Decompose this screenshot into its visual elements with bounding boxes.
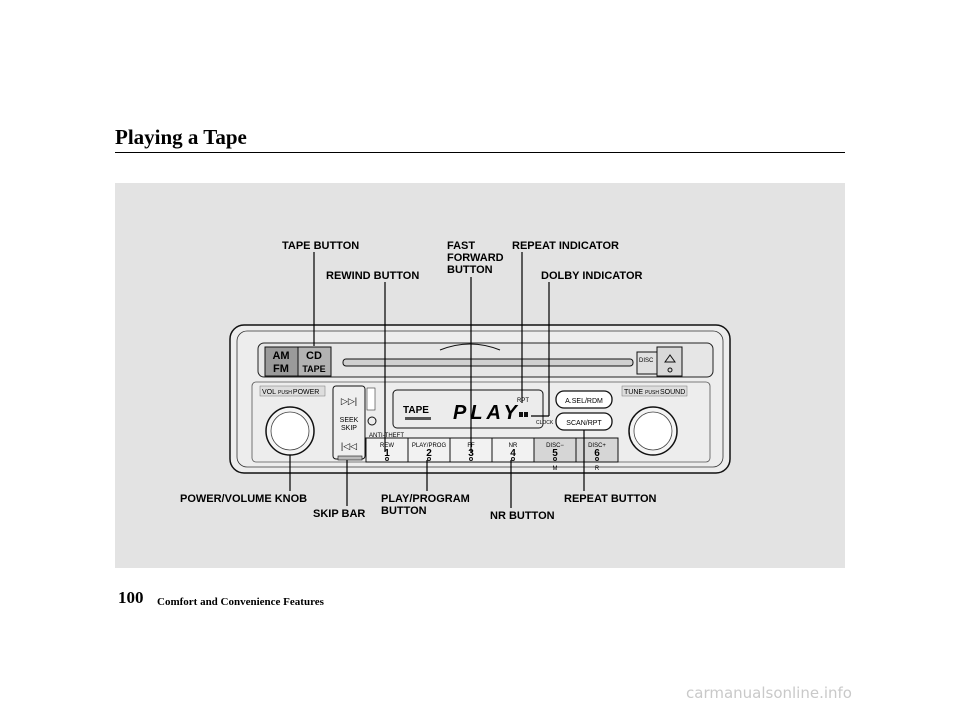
title-rule [115, 152, 845, 153]
preset-number: 5 [552, 448, 558, 459]
callout-power-volume-knob: POWER/VOLUME KNOB [180, 493, 308, 505]
display-play: PLAY [453, 402, 521, 424]
callout-play-program-button: PLAY/PROGRAM BUTTON [381, 493, 470, 517]
preset-label: REW [380, 443, 394, 449]
skip-back-icon: |◁◁ [341, 441, 357, 451]
callout-dolby-indicator: DOLBY INDICATOR [541, 270, 643, 282]
preset-sub-label: M [553, 466, 558, 472]
am-label: AM [272, 350, 289, 362]
preset-indicator-dot [469, 457, 473, 461]
cd-slot [342, 358, 634, 367]
leader-lines [289, 252, 585, 508]
disc-label: DISC [639, 358, 654, 364]
seek-label: SEEK [340, 417, 359, 424]
preset-label: PLAY/PROG [412, 443, 447, 449]
preset-indicator-dot [595, 457, 599, 461]
preset-indicator-dot [553, 457, 557, 461]
preset-indicator-dot [385, 457, 389, 461]
preset-number: 3 [468, 448, 474, 459]
asel-rdm-label: A.SEL/RDM [565, 398, 603, 405]
cd-tape-button[interactable] [297, 346, 332, 377]
preset-label: NR [509, 443, 518, 449]
callout-nr-button: NR BUTTON [490, 510, 555, 522]
asel-rdm-button[interactable] [555, 390, 613, 409]
preset-label: DISC− [546, 443, 564, 449]
dolby-logo [366, 387, 376, 411]
fm-label: FM [273, 363, 289, 375]
dolby-indicator-right [524, 412, 528, 417]
callout-fast-forward-button: FAST FORWARD BUTTON [447, 240, 504, 276]
preset-number: 1 [384, 448, 390, 459]
preset-number: 2 [426, 448, 432, 459]
watermark: carmanualsonline.info [686, 684, 852, 702]
callout-tape-button: TAPE BUTTON [282, 240, 360, 252]
page-number: 100 [118, 588, 144, 607]
preset-label: DISC+ [588, 443, 606, 449]
dolby-indicator-left [519, 412, 523, 417]
scan-rpt-label: SCAN/RPT [566, 420, 602, 427]
callout-rewind-button: REWIND BUTTON [326, 270, 420, 282]
rpt-indicator: RPT [517, 398, 529, 404]
preset-sub-label: R [595, 466, 600, 472]
tape-label: TAPE [302, 364, 325, 374]
preset-indicator-dot [511, 457, 515, 461]
section-title: Comfort and Convenience Features [157, 596, 324, 608]
page-title: Playing a Tape [115, 125, 247, 149]
callout-repeat-indicator: REPEAT INDICATOR [512, 240, 619, 252]
preset-number: 4 [510, 448, 516, 459]
preset-number: 6 [594, 448, 600, 459]
skip-forward-icon: ▷▷| [341, 396, 357, 406]
skip-label: SKIP [341, 425, 357, 432]
preset-indicator-dot [427, 457, 431, 461]
clock-label: CLOCK [536, 420, 554, 426]
callout-repeat-button: REPEAT BUTTON [564, 493, 657, 505]
am-fm-button[interactable] [264, 346, 299, 377]
cd-label: CD [306, 350, 322, 362]
display-tape: TAPE [403, 405, 429, 416]
anti-theft-label: ANTI-THEFT [369, 433, 404, 439]
eject-icon [664, 354, 676, 363]
callout-skip-bar: SKIP BAR [313, 508, 366, 520]
